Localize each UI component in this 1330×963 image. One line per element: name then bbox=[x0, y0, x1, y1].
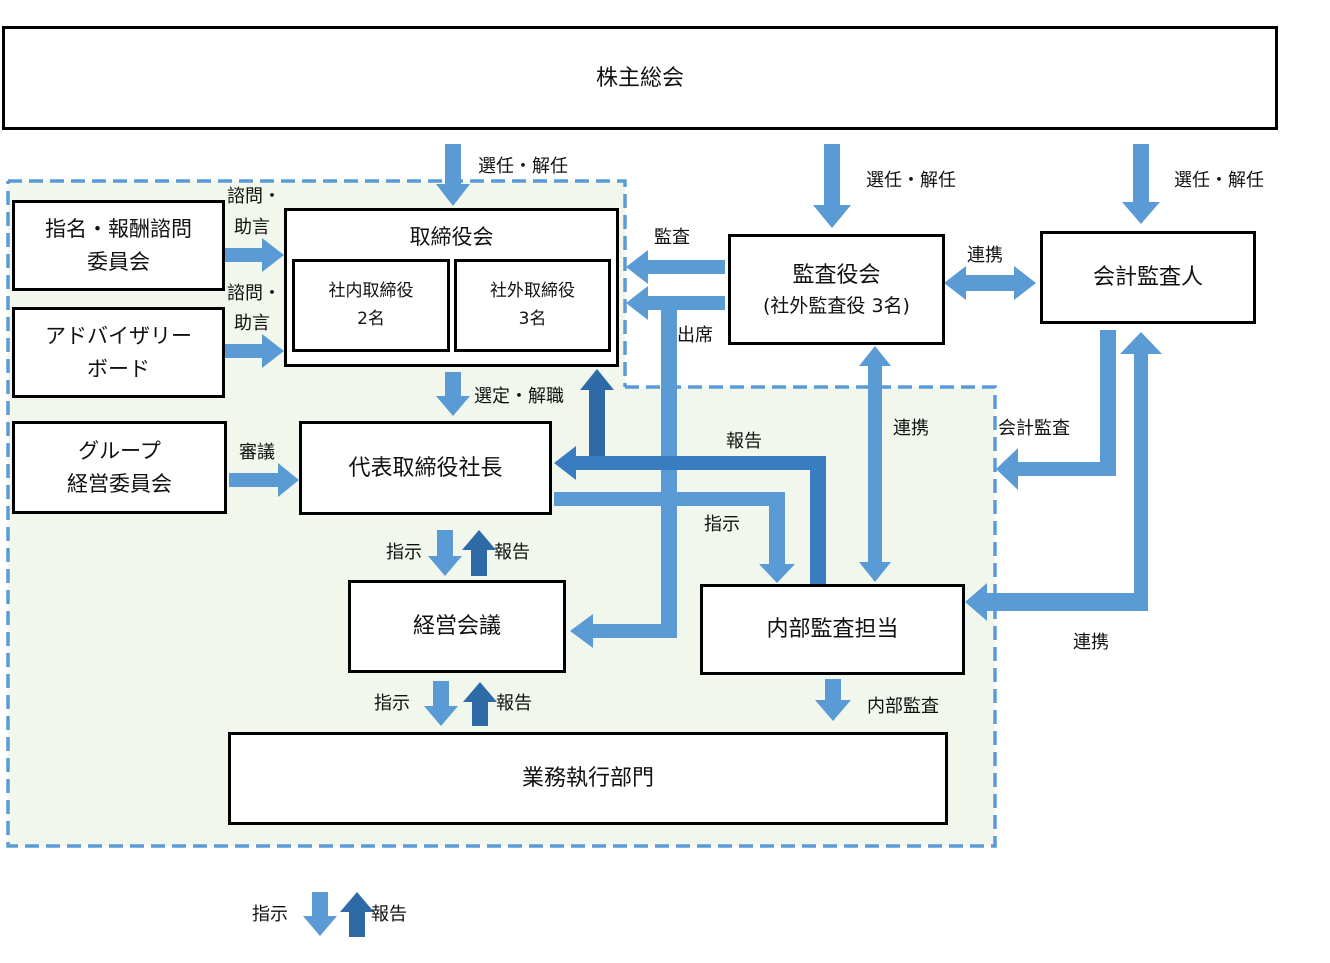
management-meeting-label: 経営会議 bbox=[412, 614, 501, 639]
arrow-report-business bbox=[463, 682, 497, 726]
legend-report-label: 報告 bbox=[371, 904, 407, 925]
label-cooperation-auditors: 連携 bbox=[967, 245, 1003, 266]
legend-instruction-label: 指示 bbox=[252, 904, 288, 925]
president-label: 代表取締役社長 bbox=[348, 455, 503, 481]
external-directors-line2: 3名 bbox=[518, 308, 547, 329]
arrow-instruction-meeting bbox=[428, 530, 462, 576]
internal-directors-box: 社内取締役 2名 bbox=[292, 259, 450, 352]
arrow-report-board bbox=[580, 369, 614, 456]
label-deliberation: 審議 bbox=[239, 442, 275, 463]
external-directors-line1: 社外取締役 bbox=[490, 281, 575, 302]
label-accounting-audit: 会計監査 bbox=[998, 418, 1070, 439]
audit-board-box: 監査役会 (社外監査役 3名) bbox=[728, 234, 945, 345]
label-report-meeting: 報告 bbox=[494, 542, 530, 563]
label-consult-advisory-2: 助言 bbox=[234, 313, 270, 334]
shareholders-meeting-box: 株主総会 bbox=[2, 26, 1278, 130]
label-instruction-internal-audit: 指示 bbox=[704, 514, 740, 535]
internal-directors-line2: 2名 bbox=[357, 308, 385, 329]
arrow-cooperation-accounting-internal bbox=[965, 332, 1162, 621]
management-meeting-box: 経営会議 bbox=[348, 580, 566, 673]
label-consult-nomination-1: 諮問・ bbox=[227, 186, 281, 207]
arrows-dark bbox=[340, 369, 614, 937]
label-consult-advisory-1: 諮問・ bbox=[227, 283, 281, 304]
arrow-cooperation-auditors bbox=[944, 266, 1036, 300]
accounting-auditor-box: 会計監査人 bbox=[1040, 231, 1256, 324]
internal-directors-line1: 社内取締役 bbox=[328, 281, 414, 302]
label-elect-accounting-auditor: 選任・解任 bbox=[1174, 170, 1264, 191]
label-elect-board: 選任・解任 bbox=[478, 156, 568, 177]
label-report-internal-audit: 報告 bbox=[726, 431, 762, 452]
internal-audit-box: 内部監査担当 bbox=[700, 584, 965, 675]
nomination-committee-line2: 委員会 bbox=[87, 249, 150, 274]
internal-audit-label: 内部監査担当 bbox=[766, 617, 899, 642]
legend-report-arrow bbox=[340, 892, 374, 937]
label-report-business: 報告 bbox=[496, 693, 532, 714]
advisory-board-box: アドバイザリー ボード bbox=[12, 307, 225, 398]
arrow-elect-accounting-auditor bbox=[1122, 144, 1160, 224]
group-committee-line2: 経営委員会 bbox=[67, 471, 172, 496]
label-cooperation-accounting-internal: 連携 bbox=[1073, 632, 1109, 653]
accounting-auditor-label: 会計監査人 bbox=[1092, 265, 1203, 290]
arrow-elect-audit-board bbox=[813, 144, 851, 228]
arrow-cooperation-internal bbox=[859, 346, 891, 582]
nomination-committee-box: 指名・報酬諮問 委員会 bbox=[12, 200, 225, 291]
audit-board-line1: 監査役会 bbox=[792, 262, 881, 288]
arrow-internal-audit bbox=[815, 679, 851, 721]
arrow-audit bbox=[626, 250, 725, 284]
arrow-deliberation bbox=[229, 463, 299, 497]
arrow-consult-nomination bbox=[224, 238, 284, 272]
label-attendance: 出席 bbox=[677, 325, 713, 346]
arrow-report-internal-audit bbox=[554, 446, 826, 585]
group-management-committee-box: グループ 経営委員会 bbox=[12, 421, 227, 514]
arrow-instruction-internal-audit bbox=[554, 492, 795, 583]
advisory-board-line1: アドバイザリー bbox=[45, 323, 192, 348]
business-departments-box: 業務執行部門 bbox=[228, 732, 948, 825]
arrows-light bbox=[224, 144, 1162, 936]
arrow-report-meeting bbox=[462, 530, 496, 576]
label-select-dismiss: 選定・解職 bbox=[474, 386, 564, 407]
legend-instruction-arrow bbox=[303, 892, 337, 936]
label-elect-audit-board: 選任・解任 bbox=[866, 170, 956, 191]
label-instruction-business: 指示 bbox=[374, 693, 410, 714]
arrow-elect-board bbox=[436, 144, 470, 206]
governance-dashed-border bbox=[6, 179, 997, 848]
label-internal-audit: 内部監査 bbox=[867, 696, 939, 717]
label-consult-nomination-2: 助言 bbox=[234, 217, 270, 238]
label-cooperation-internal: 連携 bbox=[893, 418, 929, 439]
arrow-consult-advisory bbox=[224, 334, 284, 368]
label-instruction-meeting: 指示 bbox=[386, 542, 422, 563]
nomination-committee-line1: 指名・報酬諮問 bbox=[45, 216, 192, 241]
president-box: 代表取締役社長 bbox=[299, 421, 552, 515]
label-audit: 監査 bbox=[654, 227, 690, 248]
audit-board-line2: (社外監査役 3名) bbox=[763, 294, 910, 317]
arrow-instruction-business bbox=[424, 681, 458, 726]
arrow-select-dismiss bbox=[436, 372, 470, 416]
shareholders-meeting-label: 株主総会 bbox=[595, 65, 684, 91]
board-of-directors-label: 取締役会 bbox=[409, 225, 494, 249]
group-committee-line1: グループ bbox=[78, 438, 161, 463]
external-directors-box: 社外取締役 3名 bbox=[454, 259, 611, 352]
advisory-board-line2: ボード bbox=[87, 356, 150, 381]
business-departments-label: 業務執行部門 bbox=[521, 766, 654, 791]
arrow-accounting-audit bbox=[996, 330, 1116, 490]
